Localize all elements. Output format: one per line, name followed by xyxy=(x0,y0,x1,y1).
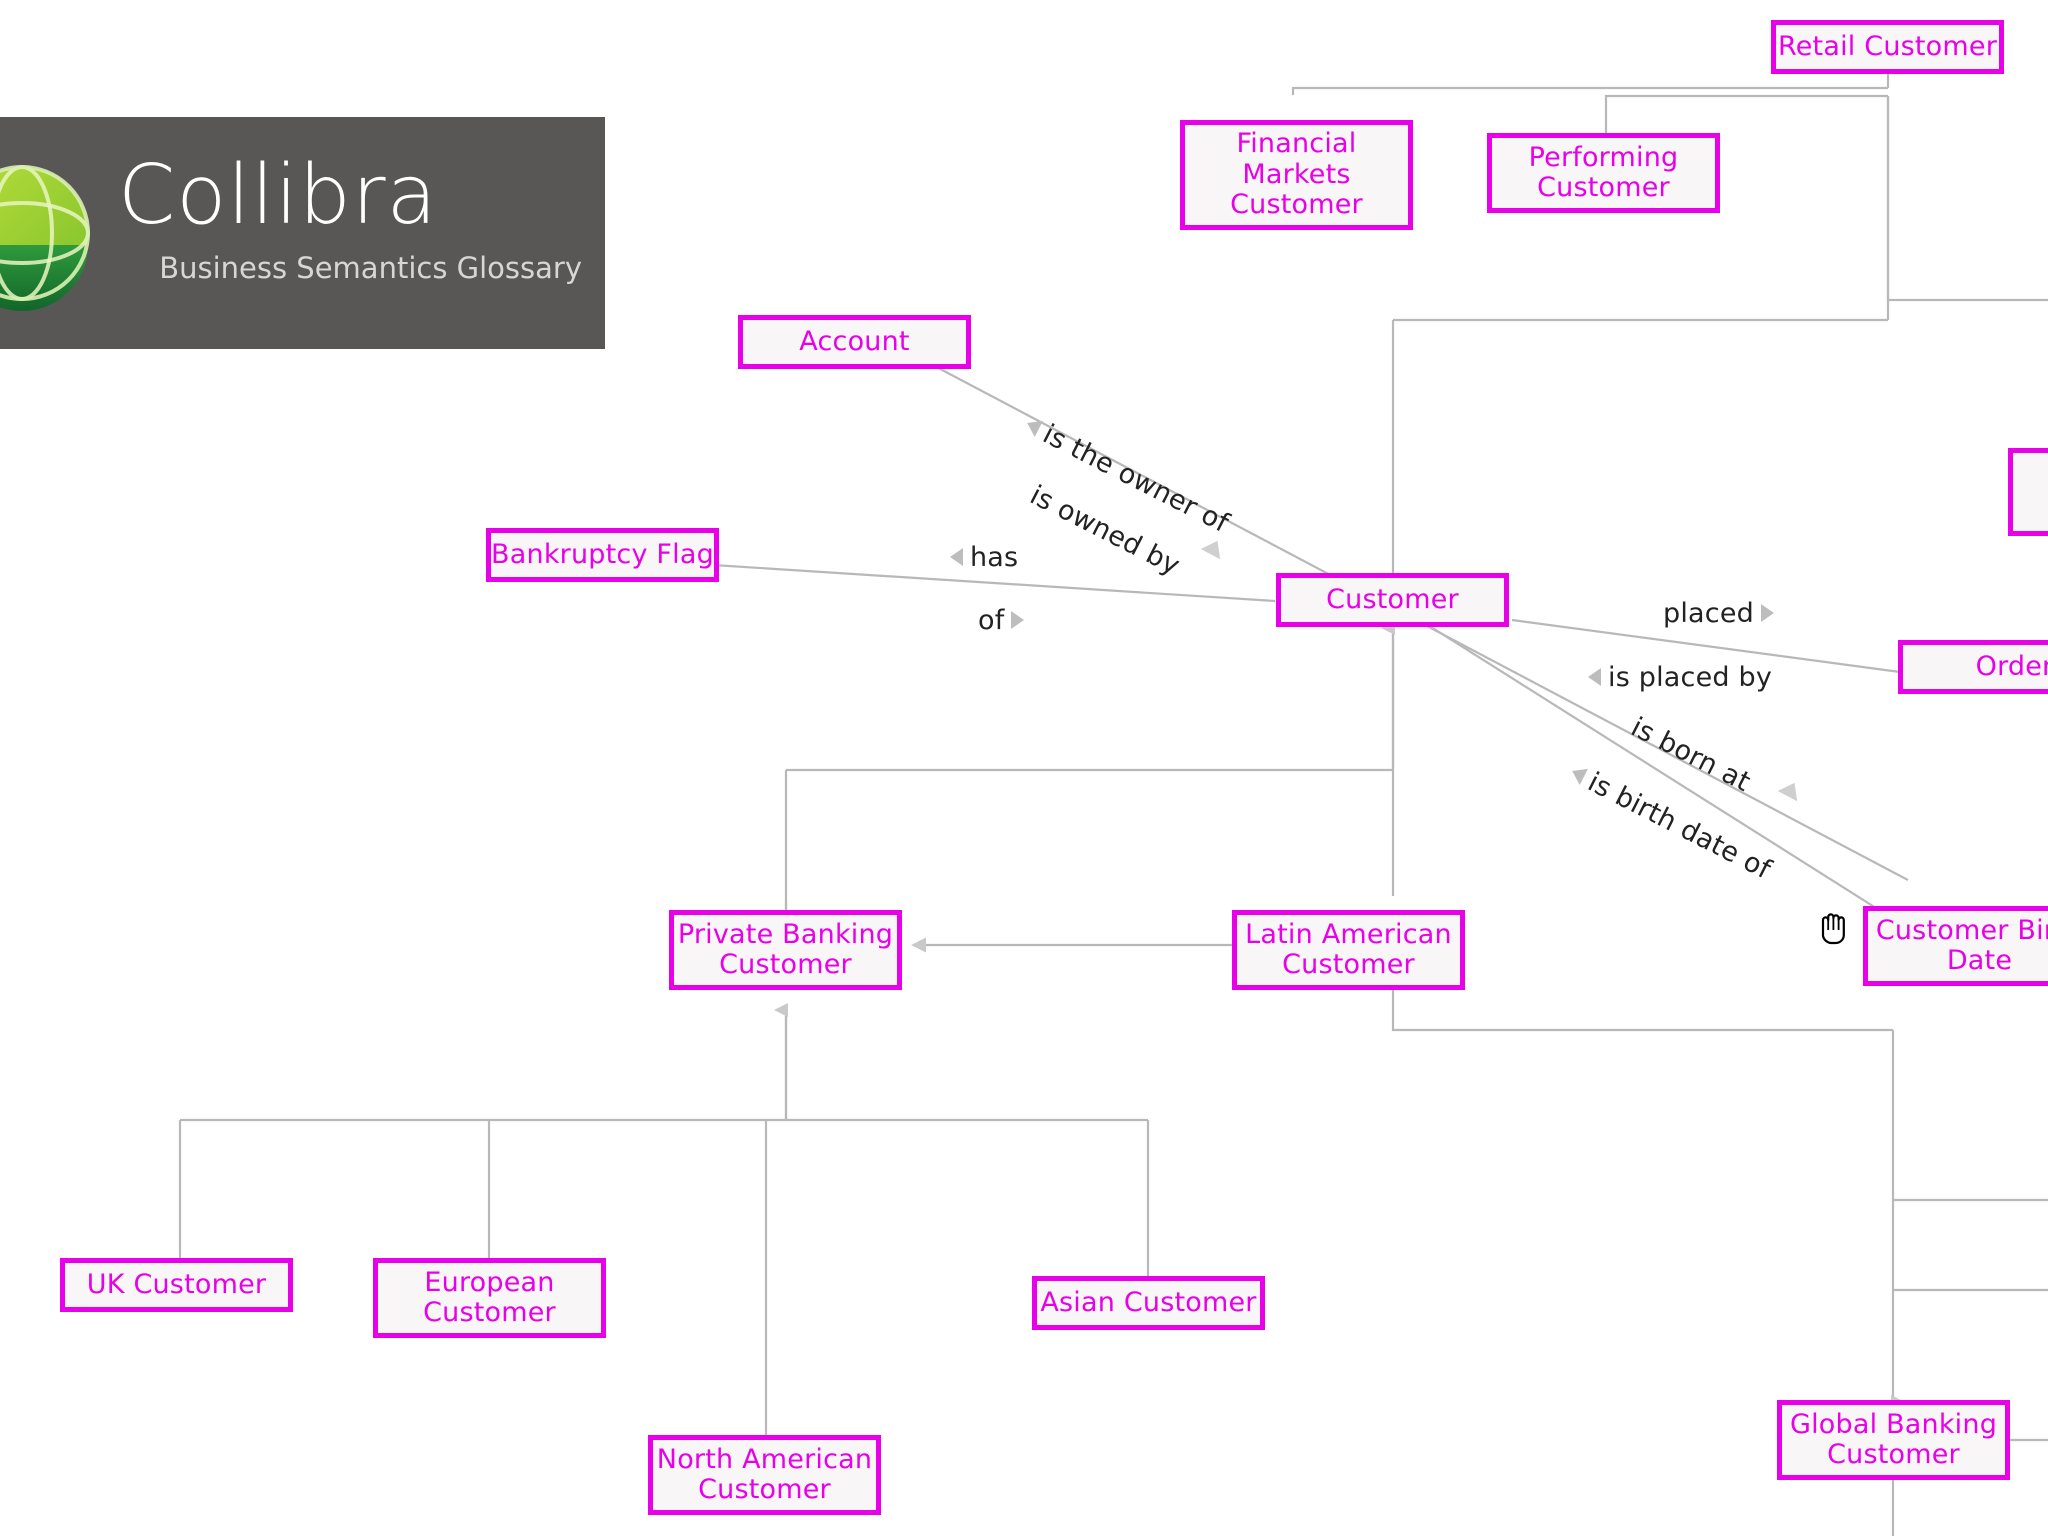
node-customer-birth-date[interactable]: Customer Birth Date xyxy=(1863,906,2048,986)
grab-hand-cursor-icon xyxy=(1821,913,1845,945)
node-bankruptcy-flag[interactable]: Bankruptcy Flag xyxy=(486,528,719,582)
node-account[interactable]: Account xyxy=(738,315,971,369)
edge-label-has: has xyxy=(950,542,1018,573)
arrow-left-icon xyxy=(950,547,963,566)
arrow-right-icon xyxy=(1760,603,1774,622)
collibra-globe-icon xyxy=(0,165,90,311)
node-global-banking-customer[interactable]: Global Banking Customer xyxy=(1777,1400,2010,1480)
node-customer[interactable]: Customer xyxy=(1276,573,1509,627)
node-uk-customer[interactable]: UK Customer xyxy=(60,1258,293,1312)
collibra-logo: Collibra Business Semantics Glossary xyxy=(0,117,605,349)
logo-text-wrap: Collibra Business Semantics Glossary xyxy=(118,148,588,286)
node-performing-customer[interactable]: Performing Customer xyxy=(1487,133,1720,213)
logo-tagline: Business Semantics Glossary xyxy=(159,251,582,285)
node-financial-markets-customer[interactable]: Financial Markets Customer xyxy=(1180,120,1413,230)
edge-label-placed: placed xyxy=(1663,598,1774,629)
node-latin-american-customer[interactable]: Latin American Customer xyxy=(1232,910,1465,990)
node-european-customer[interactable]: European Customer xyxy=(373,1258,606,1338)
edge-label-of: of xyxy=(978,605,1025,636)
node-north-american-customer[interactable]: North American Customer xyxy=(648,1435,881,1515)
edge-label-is-placed-by: is placed by xyxy=(1588,662,1772,693)
node-private-banking-customer[interactable]: Private Banking Customer xyxy=(669,910,902,990)
arrow-left-icon xyxy=(1568,762,1589,785)
arrow-left-icon xyxy=(1023,414,1044,437)
node-order[interactable]: Order xyxy=(1898,640,2048,694)
logo-wordmark: Collibra xyxy=(118,148,438,243)
node-offscreen-right-partial[interactable] xyxy=(2008,448,2048,536)
node-asian-customer[interactable]: Asian Customer xyxy=(1032,1276,1265,1330)
node-retail-customer[interactable]: Retail Customer xyxy=(1771,20,2004,74)
edge-arrowhead-is-born-at xyxy=(1777,777,1805,802)
arrow-right-icon xyxy=(1011,610,1025,629)
edge-label-is-born-at: is born at xyxy=(1625,711,1756,798)
edge-arrowhead-is-owned-by xyxy=(1200,535,1228,560)
arrow-left-icon xyxy=(1588,667,1601,686)
